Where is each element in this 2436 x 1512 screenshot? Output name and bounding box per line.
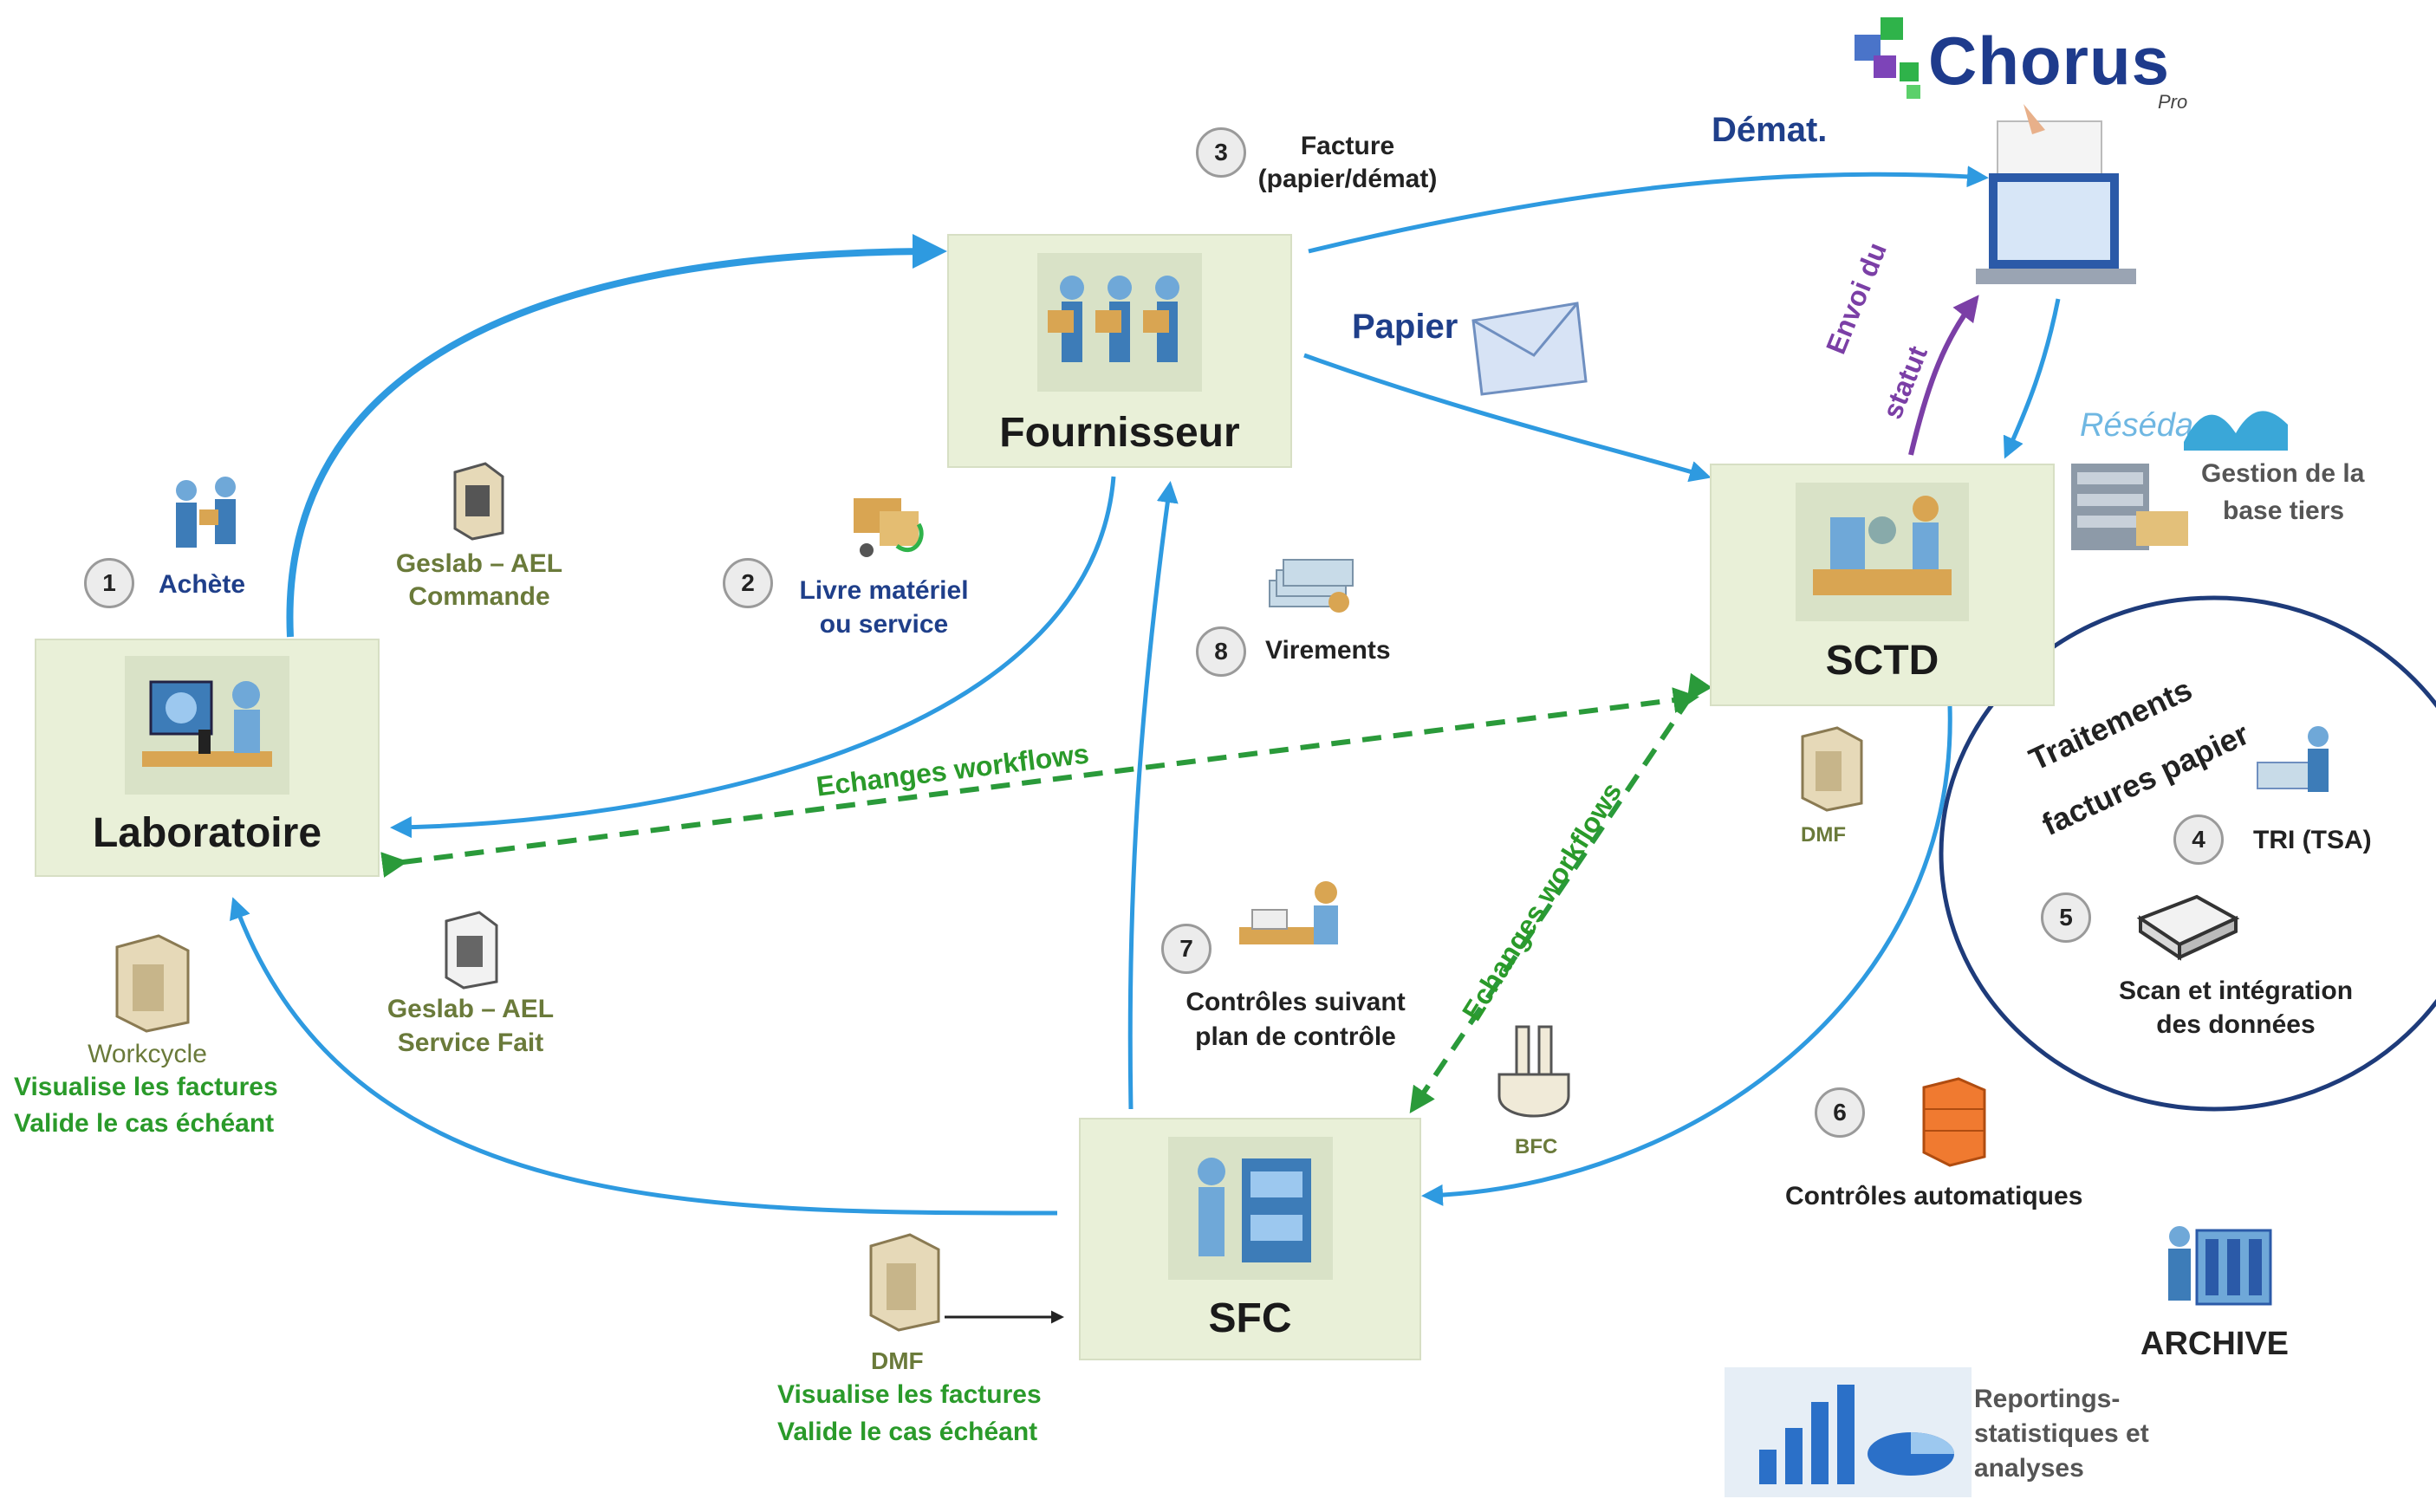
reseda-wave-icon <box>2184 399 2288 451</box>
reseda-logo: Réséda <box>2080 407 2193 444</box>
arrow-sfc-labo <box>230 897 1058 1216</box>
arrow-workflow-labo-sctd <box>380 687 1699 878</box>
step-label-livre-line1: Livre matériel <box>799 576 969 605</box>
step-label-scan-line2: des données <box>2156 1010 2316 1039</box>
node-sfc[interactable]: SFC <box>1079 1118 1421 1360</box>
label-reporting-line1: Reportings- <box>1974 1385 2121 1413</box>
label-reporting-line3: analyses <box>1974 1454 2084 1483</box>
gestion-tiers-line2: base tiers <box>2223 496 2345 525</box>
node-fournisseur-label: Fournisseur <box>999 410 1240 456</box>
server-icon-dmf-bottom <box>862 1230 945 1334</box>
label-dmf-bottom: DMF <box>871 1347 924 1374</box>
step-badge-5: 5 <box>2041 892 2091 943</box>
step-badge-2: 2 <box>723 558 773 608</box>
server-icon-commande <box>446 459 507 542</box>
laboratory-icon <box>125 656 289 795</box>
step-label-virements: Virements <box>1265 636 1391 665</box>
label-bfc: BFC <box>1515 1135 1558 1158</box>
label-dmf-valide: Valide le cas échéant <box>777 1418 1038 1446</box>
cabinet-icon <box>1167 1137 1333 1280</box>
label-archive: ARCHIVE <box>2140 1326 2290 1362</box>
archive-icon <box>2158 1217 2279 1313</box>
step-label-facture-line1: Facture <box>1300 132 1395 160</box>
traitements-circle <box>1939 595 2436 1112</box>
scanner-icon <box>2136 892 2240 962</box>
step-badge-6: 6 <box>1815 1087 1865 1138</box>
arrow-achete <box>286 234 947 638</box>
firewall-icon <box>1920 1074 1989 1170</box>
server-icon-workcycle <box>108 931 195 1035</box>
bills-icon <box>1261 546 1361 620</box>
label-reporting-line2: statistiques et <box>1974 1419 2149 1448</box>
geslab-commande-line2: Commande <box>408 582 550 611</box>
arrow-facture-papier <box>1303 353 1712 483</box>
node-fournisseur[interactable]: Fournisseur <box>947 234 1292 468</box>
label-demat: Démat. <box>1712 111 1828 149</box>
label-papier: Papier <box>1352 308 1458 346</box>
chorus-suffix: Pro <box>2158 91 2188 113</box>
label-dmf-visualise: Visualise les factures <box>777 1380 1042 1409</box>
server-icon-service-fait <box>438 908 503 990</box>
arrow-chorus-sctd <box>2003 298 2061 459</box>
step-badge-7: 7 <box>1161 924 1212 974</box>
label-workcycle: Workcycle <box>88 1040 207 1068</box>
chorus-title: Chorus <box>1928 23 2170 99</box>
label-dmf-sctd: DMF <box>1801 823 1846 847</box>
bfc-icon <box>1491 1022 1577 1126</box>
delivery-icon <box>845 485 932 559</box>
node-sfc-label: SFC <box>1208 1295 1292 1341</box>
step-label-facture-line2: (papier/démat) <box>1257 165 1438 193</box>
geslab-service-line2: Service Fait <box>397 1029 544 1057</box>
step-label-livre-line2: ou service <box>819 610 949 639</box>
node-sctd[interactable]: SCTD <box>1710 464 2055 706</box>
node-laboratoire-label: Laboratoire <box>92 810 322 856</box>
arrow-virements <box>1127 481 1179 1110</box>
controller-icon <box>1231 875 1361 970</box>
buyer-icon <box>165 475 247 553</box>
node-laboratoire[interactable]: Laboratoire <box>35 639 380 877</box>
step-badge-4: 4 <box>2173 814 2224 865</box>
step-badge-8: 8 <box>1196 626 1246 677</box>
arrow-workflow-sctd-sfc <box>1409 672 1712 1113</box>
reporting-chart-icon <box>1725 1367 1972 1497</box>
step-badge-3: 3 <box>1196 127 1246 178</box>
step-label-controles-line2: plan de contrôle <box>1195 1022 1396 1051</box>
step-label-controles-auto: Contrôles automatiques <box>1785 1182 2083 1210</box>
suppliers-icon <box>1037 253 1202 392</box>
label-workcycle-valide: Valide le cas échéant <box>14 1109 275 1138</box>
sorting-icon <box>2253 719 2340 801</box>
server-icon-dmf-sctd <box>1794 724 1868 814</box>
chorus-logo-icon <box>1855 17 1933 104</box>
laptop-icon <box>1972 95 2145 295</box>
step-label-achete: Achète <box>159 570 246 599</box>
label-workcycle-visualise: Visualise les factures <box>14 1073 278 1101</box>
step-label-controles-line1: Contrôles suivant <box>1186 988 1406 1016</box>
step-label-tri: TRI (TSA) <box>2253 826 2372 854</box>
geslab-service-line1: Geslab – AEL <box>387 995 555 1023</box>
geslab-commande-line1: Geslab – AEL <box>395 549 563 578</box>
arrow-facture-demat <box>1308 165 1989 254</box>
arrow-sctd-sfc <box>1421 705 1952 1206</box>
database-icon <box>2067 459 2197 559</box>
gestion-tiers-line1: Gestion de la <box>2201 459 2365 488</box>
step-label-scan-line1: Scan et intégration <box>2118 977 2354 1005</box>
processing-icon <box>1796 483 1969 621</box>
envelope-icon <box>1465 286 1590 399</box>
node-sctd-label: SCTD <box>1825 638 1939 684</box>
arrow-envoi-statut <box>1908 295 1979 456</box>
step-badge-1: 1 <box>84 558 134 608</box>
